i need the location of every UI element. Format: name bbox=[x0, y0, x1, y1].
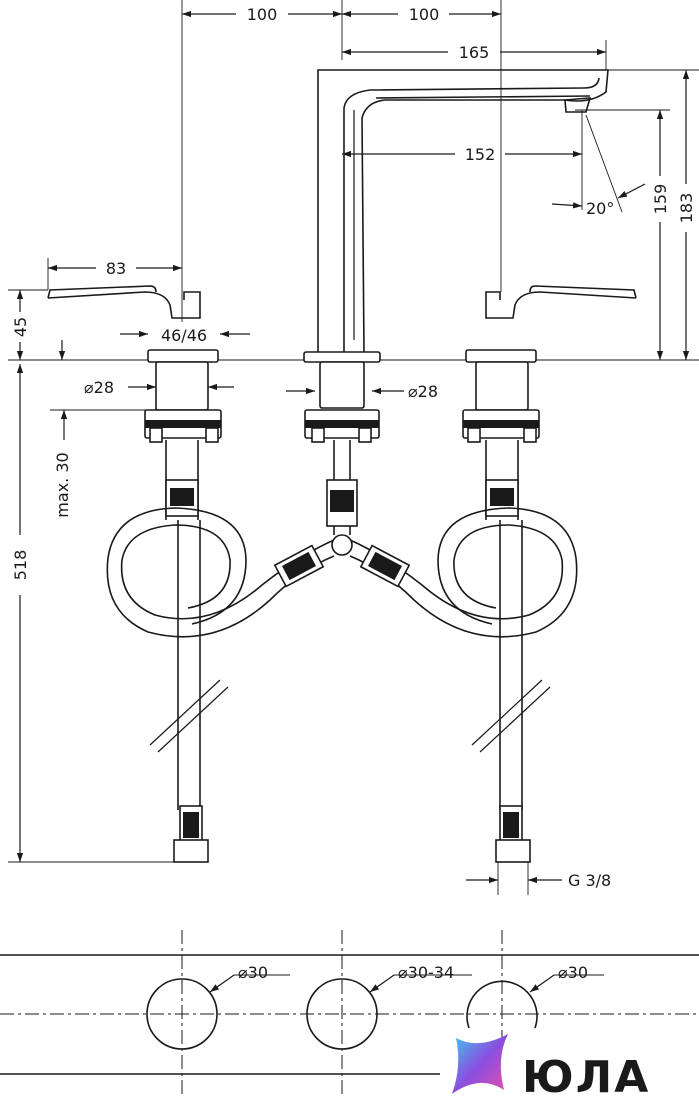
dim-spout-reach: 165 bbox=[459, 43, 490, 62]
dim-hose-length: 518 bbox=[11, 550, 30, 581]
brand-logo: ЮЛА bbox=[452, 1034, 650, 1100]
brand-star-icon bbox=[452, 1034, 508, 1094]
dim-total-height: 183 bbox=[677, 193, 696, 224]
dimension-labels: 100 100 165 152 20° 159 183 83 45 46/46 … bbox=[11, 5, 696, 890]
dim-cutout-left: ⌀30 bbox=[238, 963, 268, 982]
dim-spout-angle: 20° bbox=[586, 199, 614, 218]
dim-spout-diameter: ⌀28 bbox=[408, 382, 438, 401]
dim-handle-length: 83 bbox=[106, 259, 126, 278]
cutout-left-circle bbox=[146, 978, 218, 1050]
dim-handle-diameter: ⌀28 bbox=[84, 378, 114, 397]
dim-outlet-height: 159 bbox=[651, 184, 670, 215]
dim-spout-reach-inner: 152 bbox=[465, 145, 496, 164]
deck-cutout-plan: ⌀30 ⌀30-34 ⌀30 bbox=[0, 930, 699, 1095]
spout bbox=[303, 69, 609, 535]
dim-connection-thread: G 3/8 bbox=[568, 871, 611, 890]
right-handle bbox=[462, 285, 637, 863]
left-handle bbox=[47, 285, 229, 863]
dim-handle-height: 45 bbox=[11, 317, 30, 337]
dim-max-deck-thickness: max. 30 bbox=[53, 452, 72, 517]
dim-handle-offset-left: 100 bbox=[247, 5, 278, 24]
cutout-center-circle bbox=[306, 978, 378, 1050]
dim-cutout-right: ⌀30 bbox=[558, 963, 588, 982]
dim-cutout-center: ⌀30-34 bbox=[398, 963, 454, 982]
brand-name: ЮЛА bbox=[522, 1052, 650, 1100]
cutout-right-circle bbox=[466, 980, 538, 1029]
dim-handle-body: 46/46 bbox=[161, 326, 207, 345]
dim-handle-offset-right: 100 bbox=[409, 5, 440, 24]
hose-loops bbox=[106, 507, 578, 638]
